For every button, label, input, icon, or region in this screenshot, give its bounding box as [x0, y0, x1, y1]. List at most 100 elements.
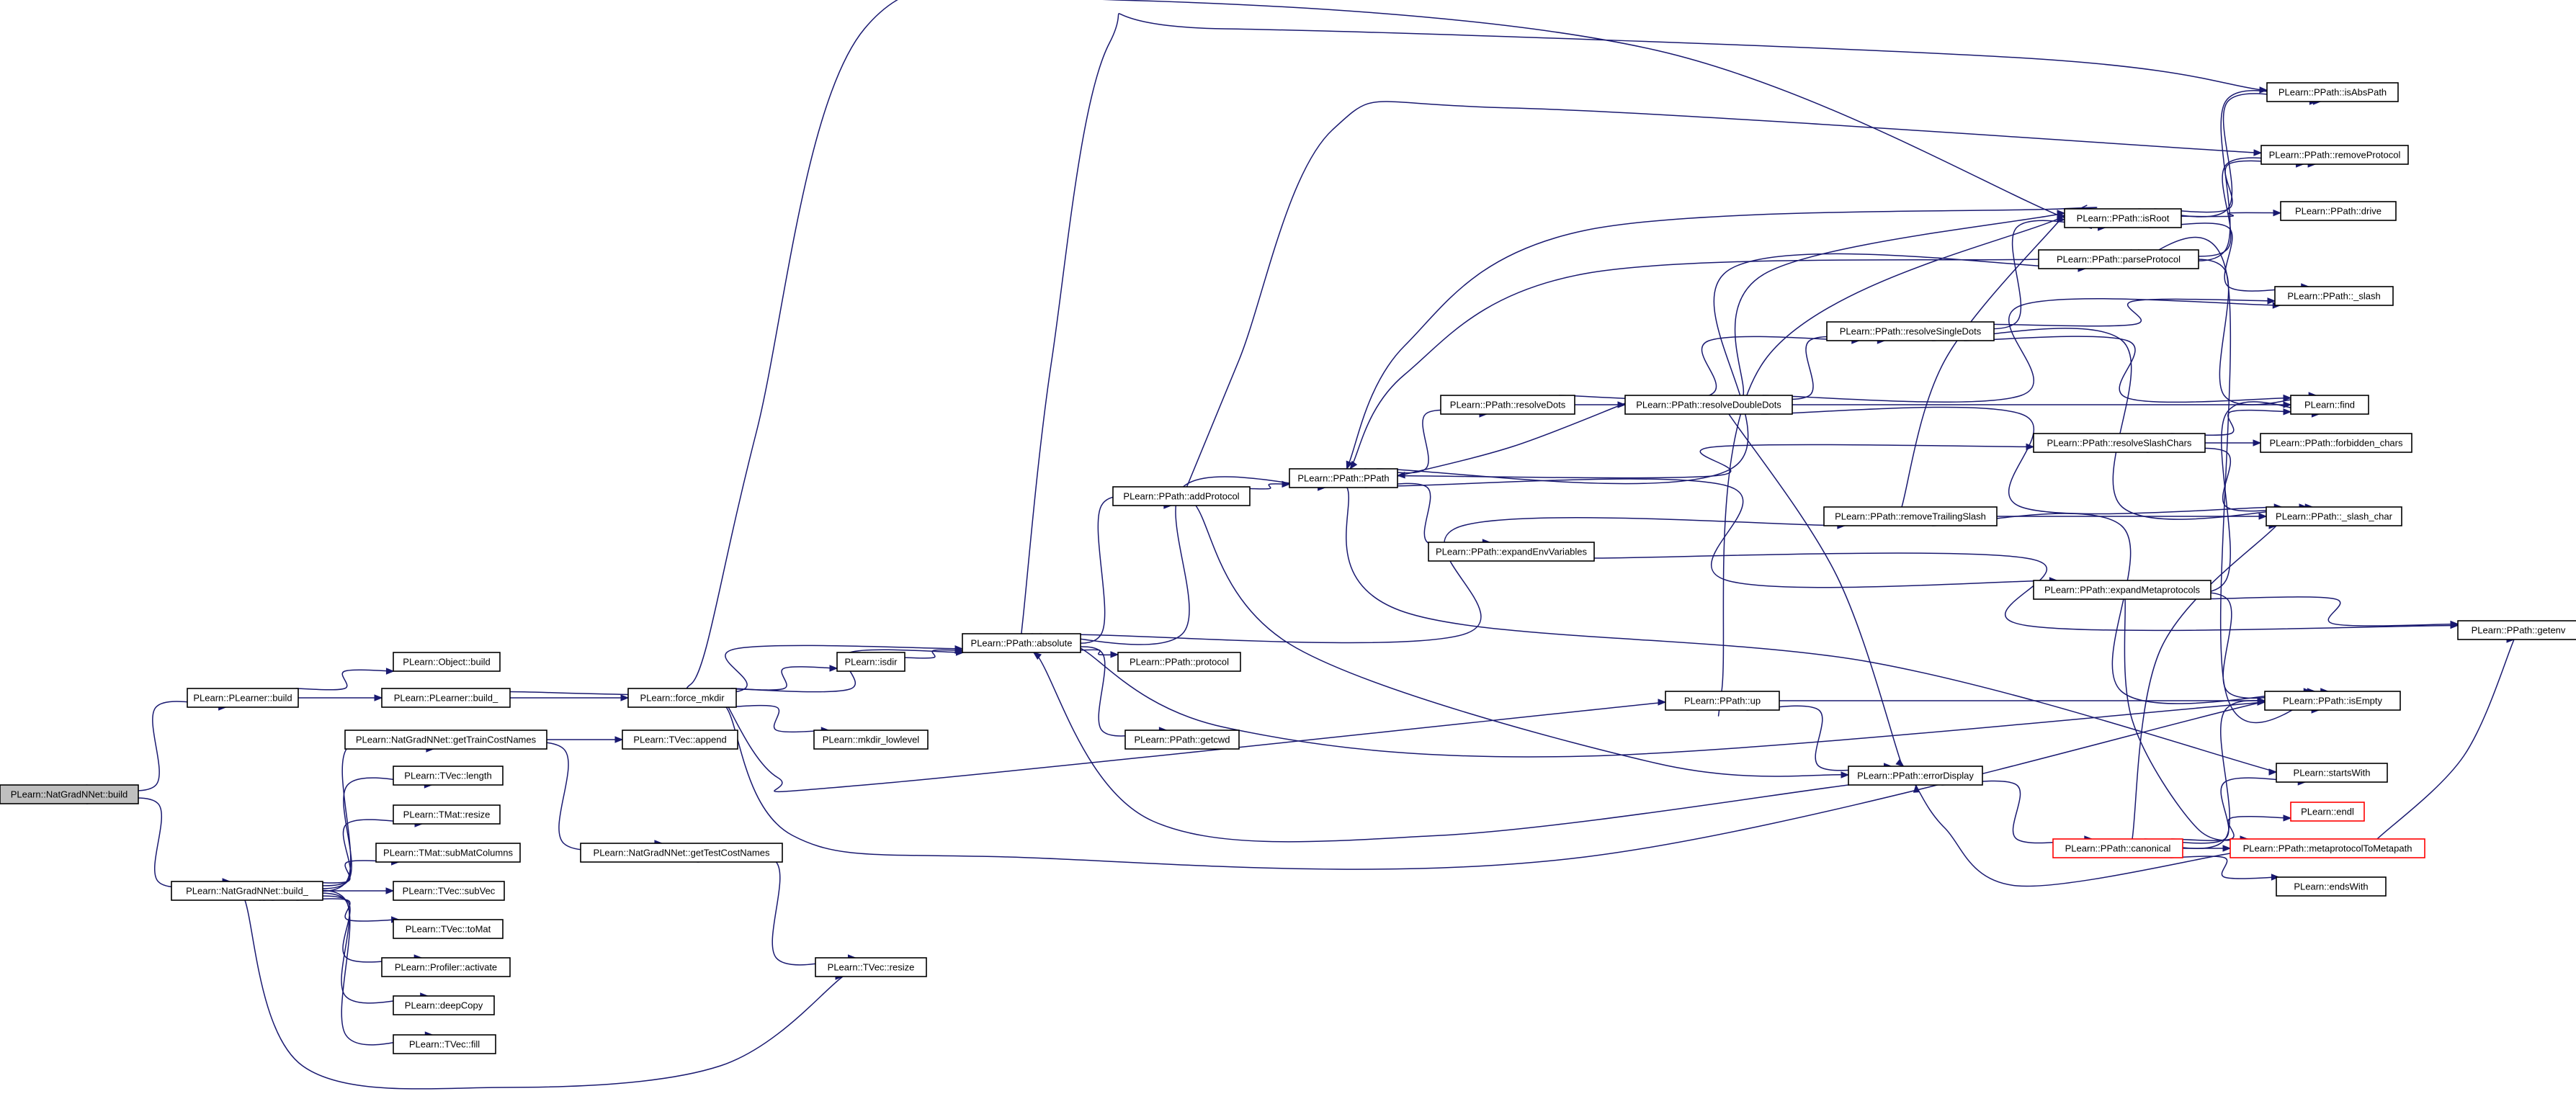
node-plearn-ppath-slash[interactable]: PLearn::PPath::_slash — [2274, 286, 2394, 306]
node-box — [2290, 395, 2369, 415]
node-label: PLearn::PLearner::build — [193, 693, 292, 704]
node-plearn-tvec-fill[interactable]: PLearn::TVec::fill — [393, 1034, 496, 1054]
node-plearn-ppath-drive[interactable]: PLearn::PPath::drive — [2280, 201, 2397, 221]
node-label: PLearn::PPath::addProtocol — [1123, 491, 1239, 502]
node-plearn-object-build[interactable]: PLearn::Object::build — [393, 652, 501, 672]
node-plearn-ppath-expandmetaprotocols[interactable]: PLearn::PPath::expandMetaprotocols — [2033, 580, 2211, 600]
node-label: PLearn::PPath::PPath — [1297, 473, 1389, 484]
node-plearn-endl[interactable]: PLearn::endl — [2290, 802, 2365, 822]
node-plearn-ppath-isroot[interactable]: PLearn::PPath::isRoot — [2064, 208, 2182, 228]
node-plearn-ppath-resolvesingledots[interactable]: PLearn::PPath::resolveSingleDots — [1826, 321, 1995, 341]
edge-plearn-isdir-to-plearn-ppath-absolute — [904, 649, 963, 659]
node-label: PLearn::PPath::_slash_char — [2276, 511, 2393, 522]
node-box — [2038, 249, 2199, 269]
node-plearn-natgradnnet-gettestcostnames[interactable]: PLearn::NatGradNNet::getTestCostNames — [580, 843, 783, 863]
node-plearn-tvec-subvec[interactable]: PLearn::TVec::subVec — [393, 881, 505, 901]
edge-plearn-ppath-resolvedots-to-plearn-ppath-resolvesingledots — [1559, 336, 1859, 400]
arrowhead — [1282, 480, 1291, 488]
node-plearn-ppath-errordisplay[interactable]: PLearn::PPath::errorDisplay — [1848, 766, 1983, 786]
node-box — [393, 766, 504, 786]
node-box — [393, 995, 495, 1015]
node-plearn-ppath-isempty[interactable]: PLearn::PPath::isEmpty — [2264, 691, 2401, 711]
node-label: PLearn::TVec::fill — [409, 1039, 480, 1050]
node-label: PLearn::endsWith — [2294, 881, 2368, 892]
node-plearn-tvec-tomat[interactable]: PLearn::TVec::toMat — [393, 919, 504, 939]
arrowhead — [2283, 814, 2292, 822]
node-plearn-tmat-resize[interactable]: PLearn::TMat::resize — [393, 804, 501, 825]
edge-plearn-ppath-absolute-to-plearn-ppath-protocol — [1080, 649, 1119, 656]
node-plearn-tvec-append[interactable]: PLearn::TVec::append — [622, 730, 738, 750]
node-plearn-tmat-submatcolumns[interactable]: PLearn::TMat::subMatColumns — [375, 843, 521, 863]
node-plearn-natgradnnet-build[interactable]: PLearn::NatGradNNet::build — [0, 784, 139, 804]
edge-plearn-ppath-ppath-to-plearn-ppath-expandmetaprotocols — [1397, 478, 2057, 588]
node-plearn-ppath-metaprotocoltometapath[interactable]: PLearn::PPath::metaprotocolToMetapath — [2230, 838, 2425, 858]
arrowhead — [2267, 297, 2276, 305]
node-plearn-ppath-getenv[interactable]: PLearn::PPath::getenv — [2457, 620, 2576, 640]
node-box — [375, 843, 521, 863]
node-label: PLearn::PPath::protocol — [1130, 657, 1229, 668]
node-box — [1117, 652, 1241, 672]
edge-plearn-ppath-up-to-plearn-ppath-isroot — [1717, 205, 2088, 717]
node-plearn-ppath-resolveslashchars[interactable]: PLearn::PPath::resolveSlashChars — [2033, 433, 2206, 453]
node-box — [344, 730, 547, 750]
node-box — [1112, 486, 1251, 506]
node-plearn-ppath-isabspath[interactable]: PLearn::PPath::isAbsPath — [2266, 82, 2399, 102]
node-plearn-deepcopy[interactable]: PLearn::deepCopy — [393, 995, 495, 1015]
arrowhead — [385, 668, 395, 675]
edge-plearn-natgradnnet-build-to-plearn-natgradnnet-build — [86, 797, 231, 888]
node-plearn-ppath-parseprotocol[interactable]: PLearn::PPath::parseProtocol — [2038, 249, 2199, 269]
edge-plearn-ppath-absolute-to-plearn-ppath-isabspath — [1019, 13, 2283, 644]
node-plearn-startswith[interactable]: PLearn::startsWith — [2276, 763, 2388, 783]
edge-plearn-ppath-resolvesingledots-to-plearn-ppath-isroot — [1928, 220, 2106, 330]
node-plearn-mkdir-lowlevel[interactable]: PLearn::mkdir_lowlevel — [813, 730, 929, 750]
edge-plearn-ppath-absolute-to-plearn-ppath-addprotocol — [1032, 495, 1171, 644]
node-box — [1665, 691, 1780, 711]
node-plearn-profiler-activate[interactable]: PLearn::Profiler::activate — [381, 957, 511, 977]
node-box — [393, 804, 501, 825]
node-plearn-ppath-getcwd[interactable]: PLearn::PPath::getcwd — [1124, 730, 1240, 750]
node-plearn-ppath-resolvedots[interactable]: PLearn::PPath::resolveDots — [1440, 395, 1575, 415]
arrowhead — [614, 736, 624, 743]
node-plearn-endswith[interactable]: PLearn::endsWith — [2276, 876, 2387, 897]
node-plearn-ppath-slash-char[interactable]: PLearn::PPath::_slash_char — [2266, 506, 2402, 526]
edge-plearn-force-mkdir-to-plearn-ppath-isempty — [718, 690, 2314, 870]
node-plearn-ppath-absolute[interactable]: PLearn::PPath::absolute — [962, 633, 1081, 653]
node-box — [2064, 208, 2182, 228]
node-plearn-ppath-canonical[interactable]: PLearn::PPath::canonical — [2052, 838, 2183, 858]
node-plearn-plearner-build[interactable]: PLearn::PLearner::build_ — [381, 688, 511, 708]
node-box — [381, 957, 511, 977]
node-plearn-tvec-length[interactable]: PLearn::TVec::length — [393, 766, 504, 786]
edge-plearn-plearner-build-to-plearn-object-build — [295, 669, 394, 691]
node-label: PLearn::PPath::resolveDoubleDots — [1636, 400, 1781, 410]
edge-plearn-ppath-expandenvvariables-to-plearn-ppath-getenv — [1593, 552, 2459, 632]
node-box — [1428, 542, 1595, 562]
edge-plearn-ppath-resolvedoubledots-to-plearn-ppath-errordisplay — [1720, 401, 1908, 780]
node-plearn-ppath-removetrailingslash[interactable]: PLearn::PPath::removeTrailingSlash — [1823, 506, 1998, 526]
node-label: PLearn::endl — [2301, 807, 2354, 817]
node-plearn-ppath-ppath[interactable]: PLearn::PPath::PPath — [1289, 468, 1398, 488]
node-label: PLearn::PPath::isRoot — [2077, 213, 2170, 224]
node-plearn-find[interactable]: PLearn::find — [2290, 395, 2369, 415]
node-plearn-natgradnnet-gettraincostnames[interactable]: PLearn::NatGradNNet::getTrainCostNames — [344, 730, 547, 750]
node-plearn-ppath-forbidden-chars[interactable]: PLearn::PPath::forbidden_chars — [2260, 433, 2412, 453]
node-plearn-plearner-build[interactable]: PLearn::PLearner::build — [187, 688, 299, 708]
node-plearn-ppath-addprotocol[interactable]: PLearn::PPath::addProtocol — [1112, 486, 1251, 506]
edge-plearn-ppath-expandmetaprotocols-to-plearn-find — [2132, 401, 2320, 593]
node-box — [381, 688, 511, 708]
node-plearn-natgradnnet-build[interactable]: PLearn::NatGradNNet::build_ — [171, 881, 323, 901]
node-plearn-force-mkdir[interactable]: PLearn::force_mkdir — [627, 688, 737, 708]
node-box — [2033, 580, 2211, 600]
node-plearn-tvec-resize[interactable]: PLearn::TVec::resize — [815, 957, 927, 977]
node-plearn-ppath-removeprotocol[interactable]: PLearn::PPath::removeProtocol — [2260, 145, 2409, 165]
node-label: PLearn::TVec::length — [404, 771, 491, 781]
arrowhead — [1841, 771, 1850, 778]
node-label: PLearn::PPath::isEmpty — [2283, 696, 2383, 706]
nodes-layer: PLearn::NatGradNNet::build PLearn::PLearn… — [0, 82, 2576, 1054]
node-plearn-isdir[interactable]: PLearn::isdir — [836, 652, 905, 672]
node-plearn-ppath-up[interactable]: PLearn::PPath::up — [1665, 691, 1780, 711]
node-plearn-ppath-resolvedoubledots[interactable]: PLearn::PPath::resolveDoubleDots — [1624, 395, 1793, 415]
arrowhead — [374, 694, 383, 701]
edge-plearn-ppath-resolveslashchars-to-plearn-find — [2170, 409, 2291, 436]
node-plearn-ppath-protocol[interactable]: PLearn::PPath::protocol — [1117, 652, 1241, 672]
node-plearn-ppath-expandenvvariables[interactable]: PLearn::PPath::expandEnvVariables — [1428, 542, 1595, 562]
